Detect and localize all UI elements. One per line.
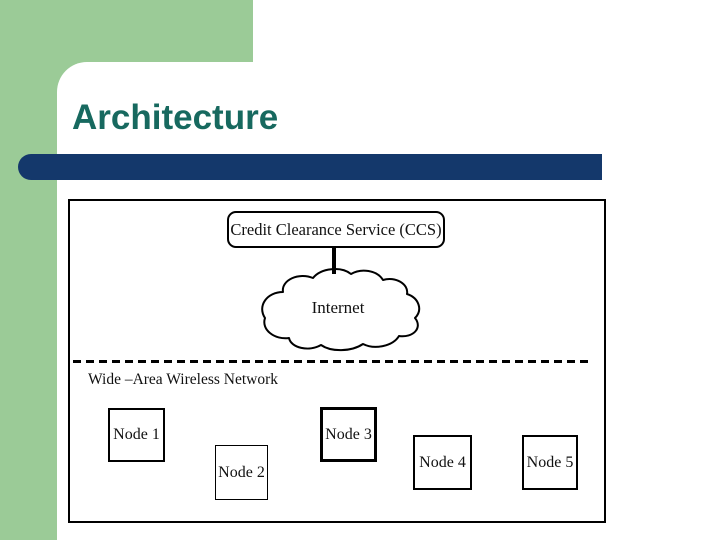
internet-cloud-icon [261,268,421,352]
ccs-to-internet-connector [332,248,336,274]
node-label: Node 5 [526,453,574,471]
node-box-4: Node 4 [413,435,472,490]
slide-title: Architecture [72,98,279,137]
node-box-1: Node 1 [108,408,165,462]
node-label: Node 4 [419,453,466,471]
node-label: Node 3 [325,425,372,443]
node-label: Node 2 [218,463,265,481]
node-label: Node 1 [113,426,160,443]
title-underline-bar [18,154,602,180]
wan-label: Wide –Area Wireless Network [88,371,278,388]
node-box-5: Node 5 [522,435,578,490]
network-boundary-dashed-line [73,360,592,363]
ccs-box: Credit Clearance Service (CCS) [227,211,445,248]
internet-label: Internet [311,298,365,317]
architecture-diagram-frame: Credit Clearance Service (CCS) Internet … [68,199,606,523]
node-box-2: Node 2 [215,445,268,500]
ccs-box-label: Credit Clearance Service (CCS) [230,219,442,239]
node-box-3: Node 3 [320,407,377,462]
